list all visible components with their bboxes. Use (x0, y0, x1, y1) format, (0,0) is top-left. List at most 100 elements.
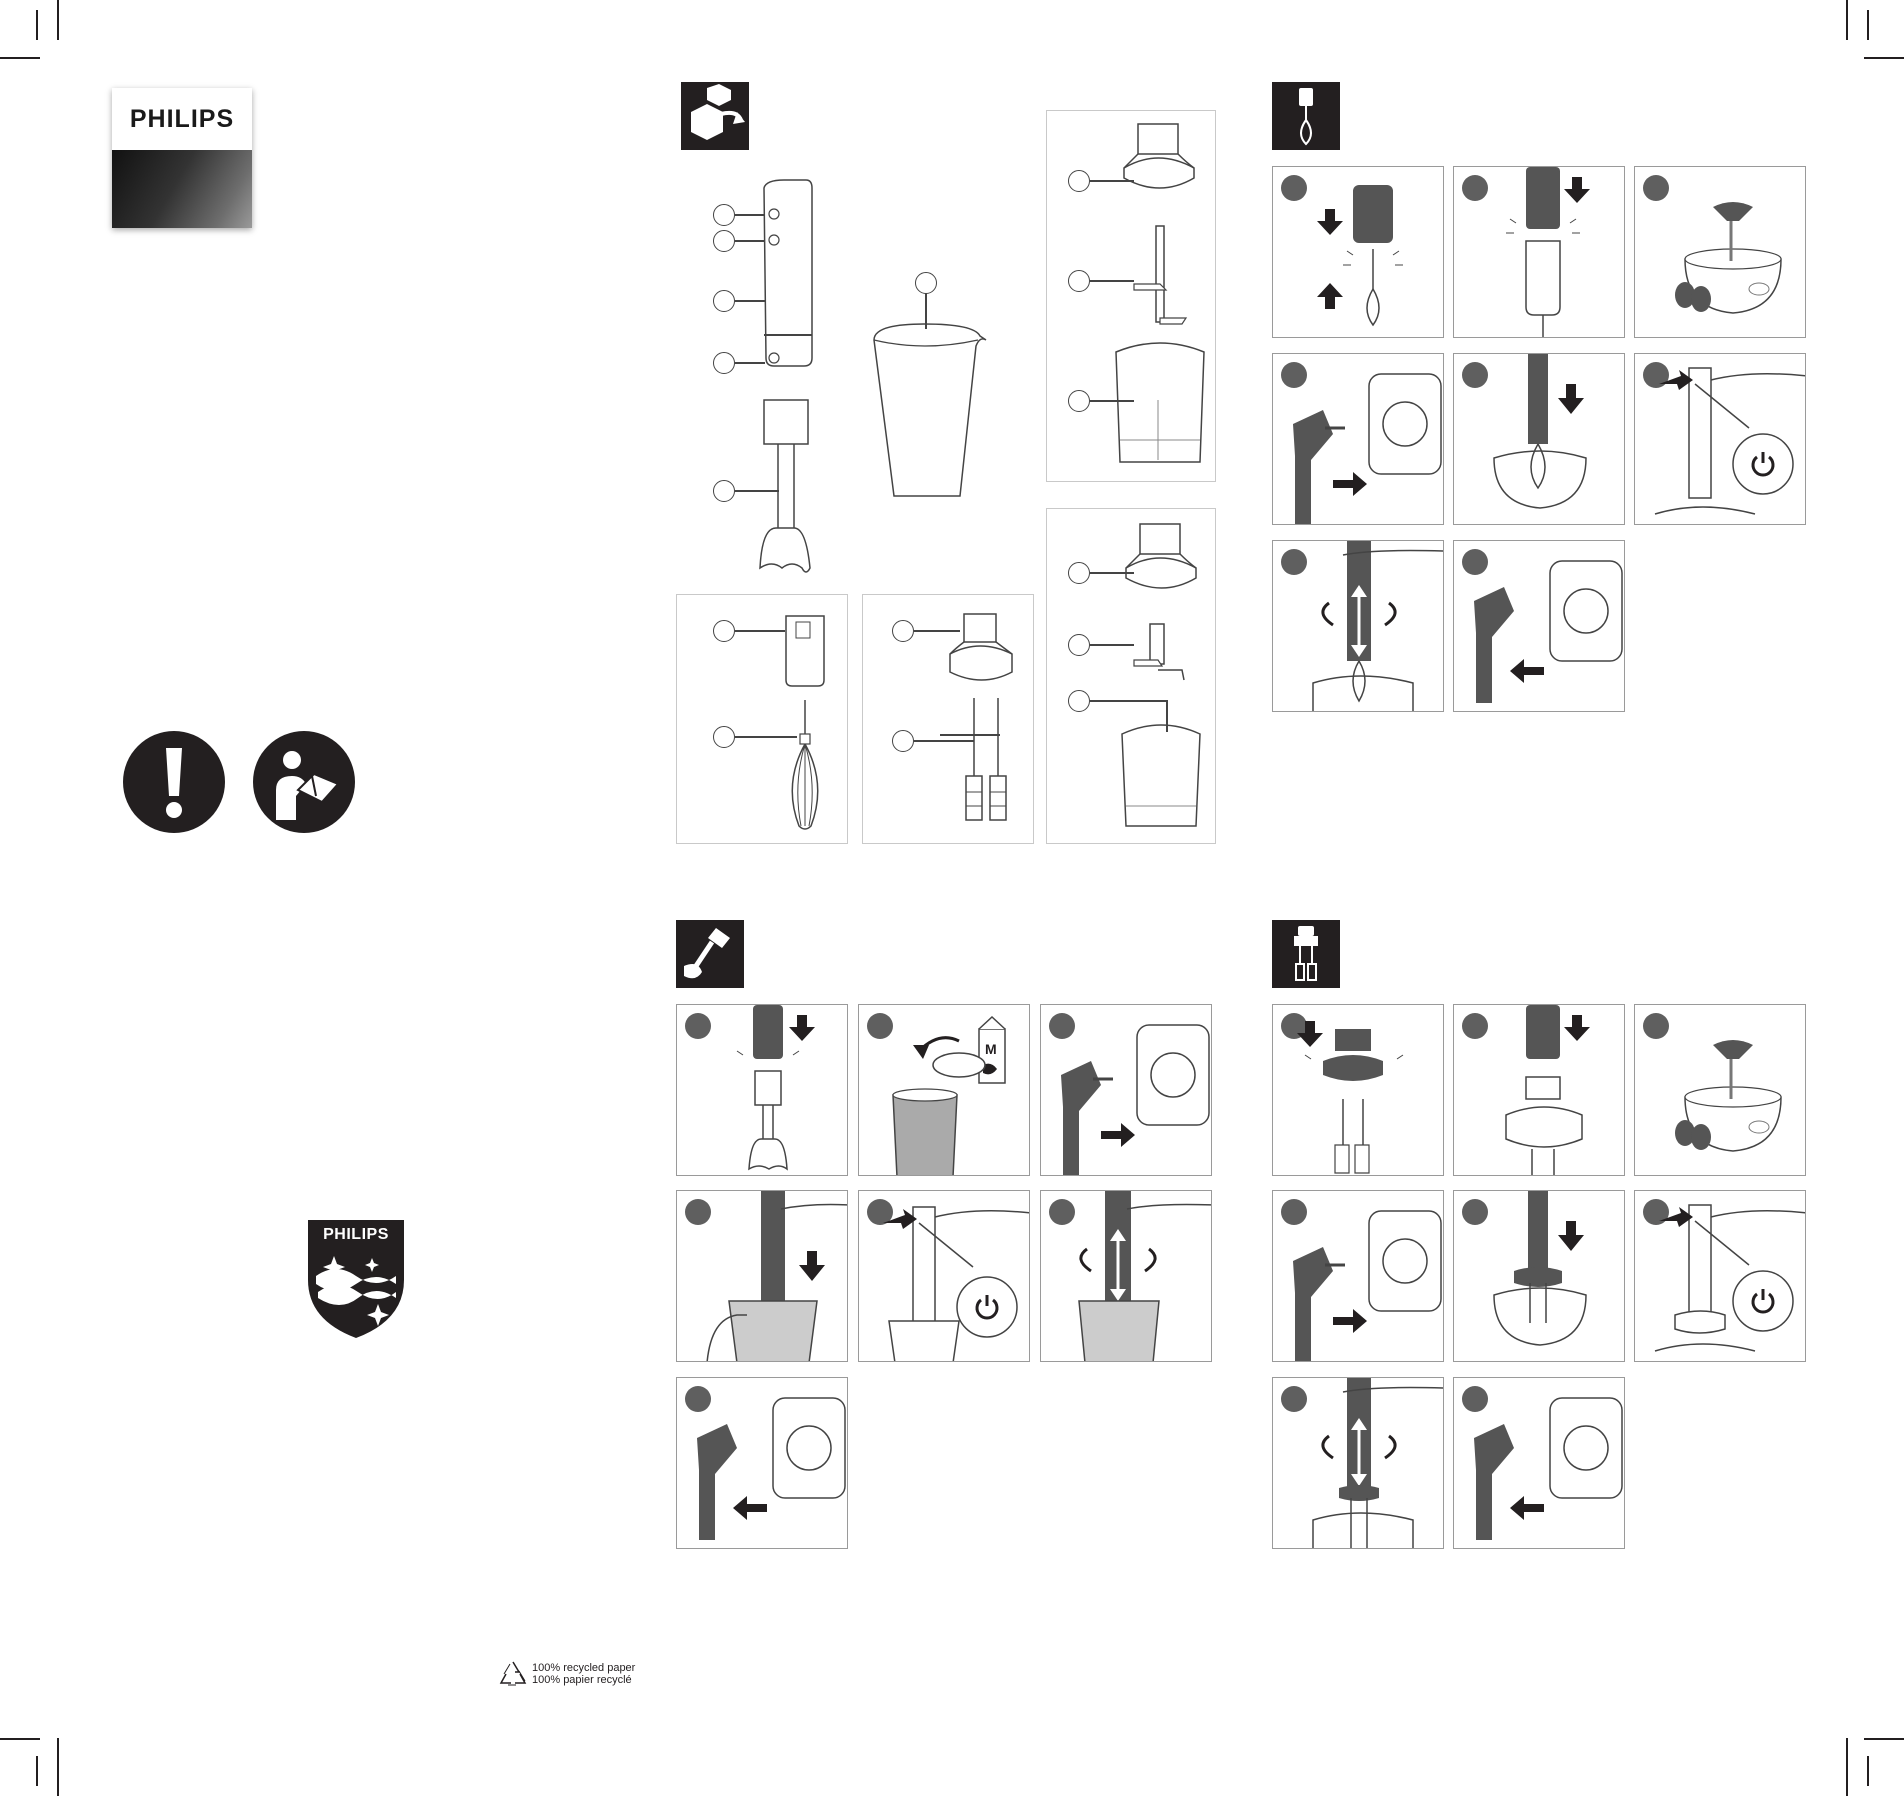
blender-step-4 (676, 1190, 848, 1362)
chopper-blade-drawing (1130, 222, 1190, 328)
mixer-beaters-drawing (952, 696, 1022, 828)
blender-step-1 (676, 1004, 848, 1176)
whisk-coupler-drawing (782, 612, 828, 690)
mini-chopper-lid-drawing (1122, 520, 1202, 600)
recycled-line-2: 100% papier recyclé (532, 1674, 635, 1686)
philips-logo: PHILIPS (112, 88, 252, 228)
mixer-step-2 (1453, 1004, 1625, 1176)
blender-into-beaker-illustration (677, 1191, 848, 1362)
part-callout (892, 620, 914, 642)
blender-step-6 (1040, 1190, 1212, 1362)
part-callout (713, 620, 735, 642)
whisk-step-5 (1453, 353, 1625, 525)
part-callout (1068, 562, 1090, 584)
part-callout (713, 480, 735, 502)
whisk-into-bowl-illustration (1454, 354, 1625, 525)
blender-step-5 (858, 1190, 1030, 1362)
crop-mark (57, 1738, 59, 1796)
read-manual-icon (252, 730, 356, 834)
eggs-bowl-illustration (1655, 187, 1795, 327)
whisk-step-3 (1634, 166, 1806, 338)
mixer-step-6 (1634, 1190, 1806, 1362)
part-callout (915, 272, 937, 294)
mini-chopper-blade-drawing (1130, 620, 1190, 684)
blender-move-illustration (1041, 1191, 1212, 1362)
power-button-icon (1748, 449, 1778, 479)
crop-mark (57, 0, 59, 40)
part-callout (713, 204, 735, 226)
whisk-coupler-attach-illustration (1494, 167, 1614, 338)
beaters-attach-illustration (1293, 1015, 1433, 1175)
part-callout (892, 730, 914, 752)
crop-mark (0, 1738, 40, 1740)
crop-mark (36, 1756, 38, 1786)
crop-mark (1864, 57, 1904, 59)
mixer-power-on-illustration (1635, 1191, 1806, 1362)
power-button-icon (972, 1292, 1002, 1322)
recycle-icon (498, 1660, 528, 1688)
whisk-step-2 (1453, 166, 1625, 338)
plug-in-illustration (1273, 354, 1444, 525)
unplug-illustration (1454, 541, 1625, 712)
mixer-coupler-attach-illustration (1474, 1005, 1614, 1176)
part-callout (1068, 690, 1090, 712)
power-on-illustration (1635, 354, 1806, 525)
unplug-illustration (677, 1378, 848, 1549)
power-button-icon (1748, 1286, 1778, 1316)
mixer-step-4 (1272, 1190, 1444, 1362)
whisk-section-icon (1272, 82, 1340, 150)
mixer-step-5 (1453, 1190, 1625, 1362)
unpack-box-icon (681, 82, 749, 150)
crop-mark (1846, 0, 1848, 40)
crop-mark (1846, 1738, 1848, 1796)
whisk-step-6 (1634, 353, 1806, 525)
whisk-step-4 (1272, 353, 1444, 525)
eggs-bowl-illustration (1655, 1025, 1795, 1165)
plug-in-illustration (1041, 1005, 1212, 1176)
whisk-move-illustration (1273, 541, 1444, 712)
part-callout (713, 726, 735, 748)
blender-step-2: M (858, 1004, 1030, 1176)
crop-mark (1867, 10, 1869, 40)
warning-icon (122, 730, 226, 834)
crop-mark (36, 10, 38, 40)
unplug-illustration (1454, 1378, 1625, 1549)
blender-power-on-illustration (859, 1191, 1030, 1362)
whisk-attach-illustration (1303, 179, 1423, 329)
ingredients-into-beaker-illustration (859, 1005, 1030, 1176)
mixer-step-1 (1272, 1004, 1444, 1176)
part-callout (1068, 170, 1090, 192)
whisk-step-1 (1272, 166, 1444, 338)
crop-mark (1867, 1756, 1869, 1786)
part-callout (713, 290, 735, 312)
blender-attach-illustration (707, 1005, 837, 1176)
motor-unit-drawing (756, 178, 826, 578)
recycled-paper-note: 100% recycled paper 100% papier recyclé (532, 1662, 635, 1686)
mixer-step-7 (1272, 1377, 1444, 1549)
milk-carton-label: M (985, 1041, 997, 1057)
part-callout (713, 230, 735, 252)
mixer-section-icon (1272, 920, 1340, 988)
crop-mark (0, 57, 40, 59)
whisk-step-7 (1272, 540, 1444, 712)
plug-in-illustration (1273, 1191, 1444, 1362)
brand-wordmark: PHILIPS (130, 105, 234, 134)
mixer-step-3 (1634, 1004, 1806, 1176)
mixer-coupler-drawing (946, 610, 1016, 686)
part-callout (1068, 390, 1090, 412)
chopper-bowl-drawing (1112, 340, 1208, 470)
part-callout (713, 352, 735, 374)
step-number-dot (1462, 175, 1488, 201)
chopper-lid-drawing (1120, 120, 1200, 200)
balloon-whisk-drawing (786, 700, 826, 834)
shield-wordmark: PHILIPS (306, 1226, 406, 1244)
beaker-drawing (870, 320, 990, 500)
blender-section-icon (676, 920, 744, 988)
blender-step-7 (676, 1377, 848, 1549)
crop-mark (1864, 1738, 1904, 1740)
mixer-move-illustration (1273, 1378, 1444, 1549)
beaters-into-bowl-illustration (1454, 1191, 1625, 1362)
part-callout (1068, 270, 1090, 292)
part-callout (1068, 634, 1090, 656)
recycled-line-1: 100% recycled paper (532, 1662, 635, 1674)
